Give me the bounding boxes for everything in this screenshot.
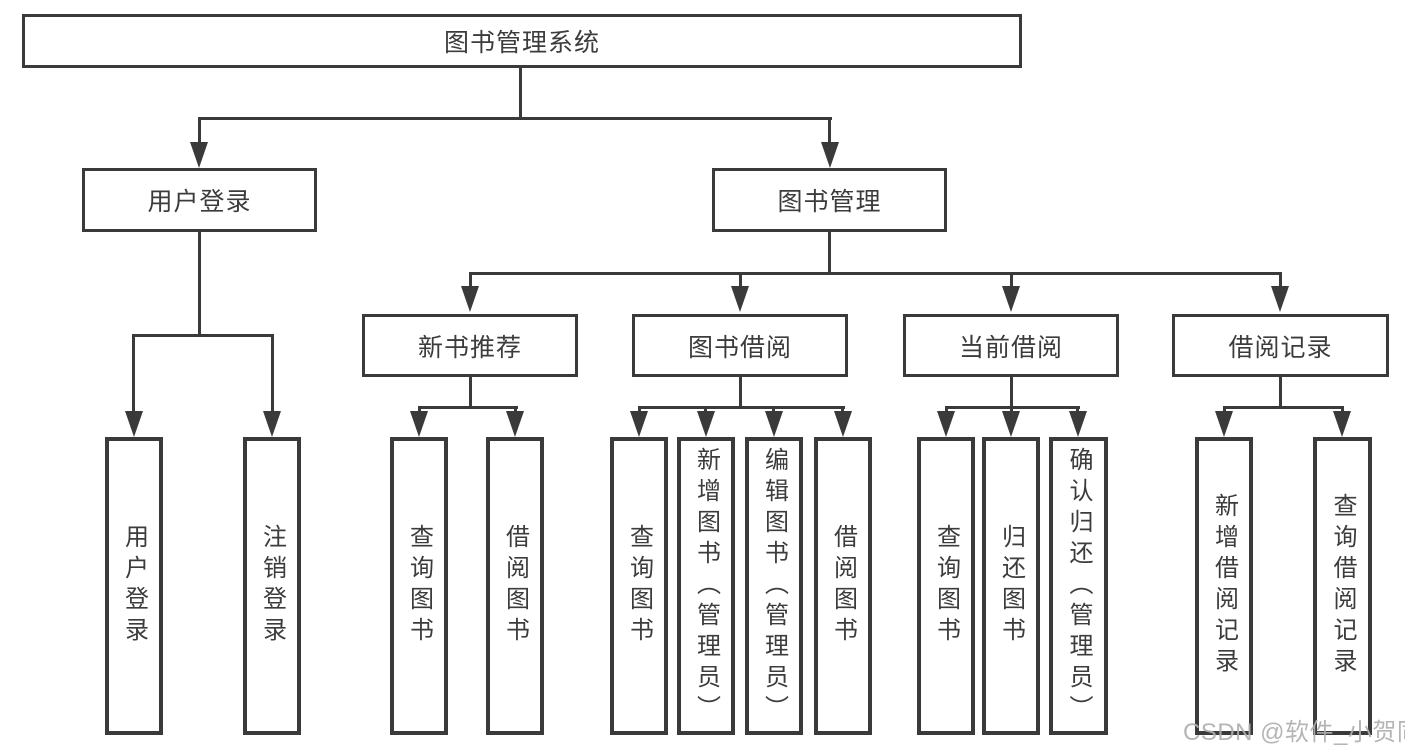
leaf-borrow-books: 借阅图书 <box>814 437 872 735</box>
arrowhead-down-icon <box>731 286 749 312</box>
connector-borrow-drop-3 <box>772 406 775 415</box>
connector-current-drop-1 <box>945 406 948 415</box>
connector-book-mgmt-drop-3 <box>1010 272 1013 289</box>
node-book-management: 图书管理 <box>712 168 947 232</box>
arrowhead-down-icon <box>765 411 783 437</box>
arrowhead-down-icon <box>1333 411 1351 437</box>
connector-book-mgmt-drop-4 <box>1279 272 1282 289</box>
arrowhead-down-icon <box>1002 411 1020 437</box>
connector-book-mgmt-drop-1 <box>469 272 472 289</box>
arrowhead-down-icon <box>937 411 955 437</box>
connector-root-drop-right <box>828 117 831 145</box>
leaf-add-books-admin: 新增图书（管理员） <box>677 437 735 735</box>
connector-current-drop-3 <box>1076 406 1079 415</box>
connector-borrow-drop-4 <box>841 406 844 415</box>
leaf-add-borrow-record: 新增借阅记录 <box>1195 437 1253 735</box>
node-user-login: 用户登录 <box>82 168 317 232</box>
connector-borrow-stem <box>739 376 742 409</box>
leaf-query-books-borrow: 查询图书 <box>610 437 668 735</box>
leaf-return-books: 归还图书 <box>982 437 1040 735</box>
connector-user-login-crossbar <box>133 334 274 337</box>
arrowhead-down-icon <box>1002 286 1020 312</box>
connector-recommend-drop-1 <box>418 406 421 415</box>
connector-records-drop-2 <box>1341 406 1344 415</box>
arrowhead-down-icon <box>461 286 479 312</box>
node-new-book-recommend: 新书推荐 <box>362 314 578 377</box>
leaf-edit-books-admin: 编辑图书（管理员） <box>745 437 803 735</box>
node-book-borrow: 图书借阅 <box>632 314 848 377</box>
node-library-management-system: 图书管理系统 <box>22 14 1022 68</box>
arrowhead-down-icon <box>1271 286 1289 312</box>
connector-book-mgmt-stem <box>828 231 831 275</box>
connector-records-stem <box>1279 376 1282 409</box>
leaf-query-books-current: 查询图书 <box>917 437 975 735</box>
arrowhead-down-icon <box>1069 411 1087 437</box>
arrowhead-down-icon <box>125 411 143 437</box>
connector-root-crossbar <box>198 117 832 120</box>
node-borrow-records: 借阅记录 <box>1172 314 1389 377</box>
node-current-borrow: 当前借阅 <box>903 314 1119 377</box>
arrowhead-down-icon <box>1215 411 1233 437</box>
connector-borrow-drop-1 <box>638 406 641 415</box>
leaf-query-books-recommend: 查询图书 <box>390 437 448 735</box>
leaf-query-borrow-record: 查询借阅记录 <box>1313 437 1372 735</box>
leaf-logout: 注销登录 <box>243 437 301 735</box>
arrowhead-down-icon <box>506 411 524 437</box>
connector-current-stem <box>1010 376 1013 409</box>
connector-user-login-drop-2 <box>271 334 274 416</box>
arrowhead-down-icon <box>834 411 852 437</box>
arrowhead-down-icon <box>410 411 428 437</box>
arrowhead-down-icon <box>630 411 648 437</box>
arrowhead-down-icon <box>821 142 839 168</box>
connector-root-drop-left <box>198 117 201 145</box>
connector-borrow-crossbar <box>638 406 845 409</box>
arrowhead-down-icon <box>697 411 715 437</box>
leaf-user-login: 用户登录 <box>105 437 163 735</box>
connector-records-crossbar <box>1223 406 1344 409</box>
connector-root-stem <box>519 67 522 119</box>
leaf-borrow-books-recommend: 借阅图书 <box>486 437 544 735</box>
connector-book-mgmt-drop-2 <box>739 272 742 289</box>
arrowhead-down-icon <box>190 142 208 168</box>
connector-recommend-stem <box>469 376 472 409</box>
connector-current-drop-2 <box>1010 406 1013 415</box>
connector-recommend-crossbar <box>418 406 518 409</box>
connector-user-login-drop-1 <box>132 334 135 416</box>
arrowhead-down-icon <box>263 411 281 437</box>
connector-recommend-drop-2 <box>514 406 517 415</box>
connector-user-login-stem <box>198 231 201 337</box>
connector-book-mgmt-crossbar <box>469 272 1282 275</box>
csdn-watermark: CSDN @软件_小贺同学 <box>1183 719 1405 746</box>
connector-records-drop-1 <box>1223 406 1226 415</box>
leaf-confirm-return-admin: 确认归还（管理员） <box>1049 437 1108 735</box>
connector-borrow-drop-2 <box>704 406 707 415</box>
